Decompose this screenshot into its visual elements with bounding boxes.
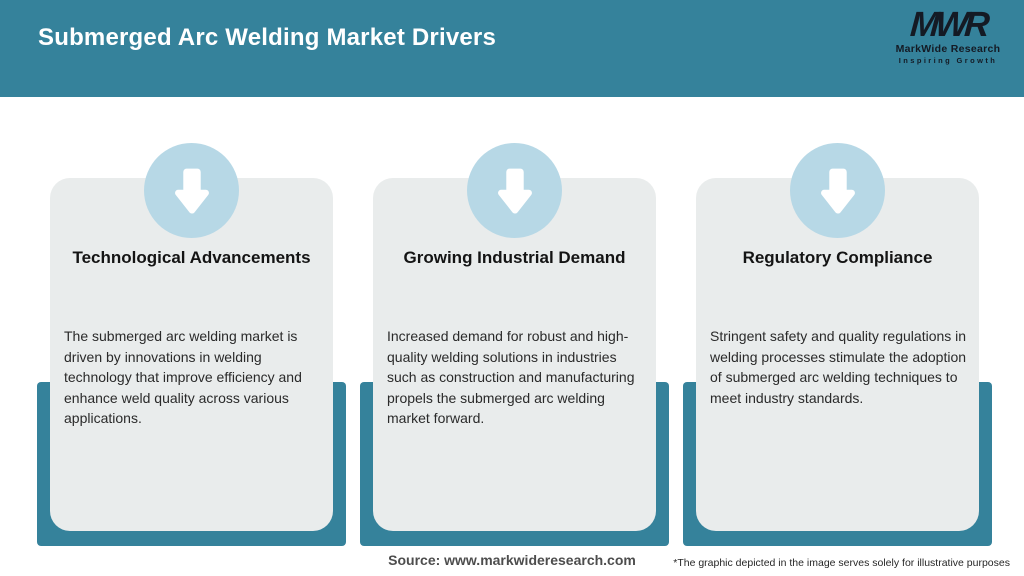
arrow-down-icon	[820, 168, 855, 214]
arrow-badge	[467, 143, 562, 238]
logo-monogram: MWR	[908, 5, 988, 44]
arrow-down-icon	[497, 168, 532, 214]
driver-card-group: Technological Advancements The submerged…	[37, 143, 346, 558]
card-title: Growing Industrial Demand	[403, 248, 626, 267]
driver-card-group: Regulatory Compliance Stringent safety a…	[683, 143, 992, 558]
source-text: Source: www.markwideresearch.com	[388, 552, 636, 568]
card-title: Regulatory Compliance	[742, 248, 933, 267]
logo-name: MarkWide Research	[895, 43, 1001, 55]
disclaimer-text: *The graphic depicted in the image serve…	[673, 557, 1010, 569]
card-title: Technological Advancements	[72, 248, 311, 267]
arrow-badge	[144, 143, 239, 238]
driver-card-group: Growing Industrial Demand Increased dema…	[360, 143, 669, 558]
logo-tagline: Inspiring Growth	[898, 56, 998, 65]
header-banner: Submerged Arc Welding Market Drivers MWR…	[0, 0, 1024, 97]
arrow-badge	[790, 143, 885, 238]
page-title: Submerged Arc Welding Market Drivers	[38, 24, 496, 51]
card-body: Increased demand for robust and high-qua…	[387, 328, 635, 426]
arrow-down-icon	[174, 168, 209, 214]
card-body: Stringent safety and quality regulations…	[710, 328, 967, 406]
card-body: The submerged arc welding market is driv…	[64, 328, 302, 426]
markwide-research-logo: MWR MarkWide Research Inspiring Growth	[888, 5, 1008, 65]
